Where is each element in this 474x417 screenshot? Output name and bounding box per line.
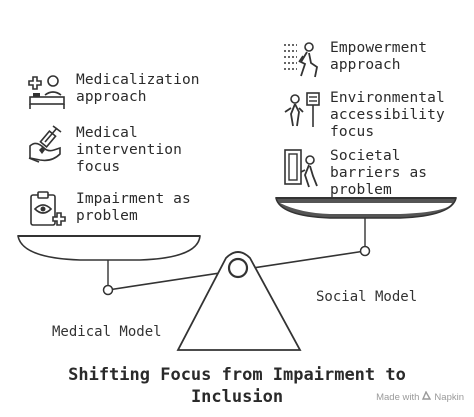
clipboard-eye-icon <box>26 191 68 231</box>
medical-intervention-icon <box>26 125 68 165</box>
empowerment-icon <box>280 40 322 80</box>
right-item-label: Empowerment approach <box>330 40 428 73</box>
watermark: Made with Napkin <box>376 390 464 403</box>
left-item-medicalization: Medicalization approach <box>26 72 200 112</box>
left-item-label: Medical intervention focus <box>76 125 182 175</box>
right-item-label: Societal barriers as problem <box>330 148 428 198</box>
accessibility-sign-icon <box>280 90 322 130</box>
left-item-label: Impairment as problem <box>76 191 191 224</box>
fulcrum <box>176 251 302 351</box>
left-pan <box>17 235 201 261</box>
right-item-label: Environmental accessibility focus <box>330 90 445 140</box>
left-item-label: Medicalization approach <box>76 72 200 105</box>
watermark-prefix: Made with <box>376 391 420 403</box>
medical-model-label: Medical Model <box>52 324 162 340</box>
right-item-environmental: Environmental accessibility focus <box>280 90 445 141</box>
left-pivot <box>102 284 114 296</box>
watermark-brand: Napkin <box>434 391 464 403</box>
diagram-title: Shifting Focus from Impairment to Inclus… <box>68 365 406 407</box>
blocked-door-icon <box>280 148 322 188</box>
patient-bed-icon <box>26 72 68 112</box>
left-item-impairment: Impairment as problem <box>26 191 191 231</box>
social-model-label: Social Model <box>316 289 418 305</box>
napkin-logo-icon <box>422 390 432 403</box>
right-pivot <box>359 245 371 257</box>
right-item-empowerment: Empowerment approach <box>280 40 427 80</box>
right-item-societal-barriers: Societal barriers as problem <box>280 148 427 199</box>
fulcrum-hole <box>227 257 249 279</box>
left-item-medical-intervention: Medical intervention focus <box>26 125 182 176</box>
